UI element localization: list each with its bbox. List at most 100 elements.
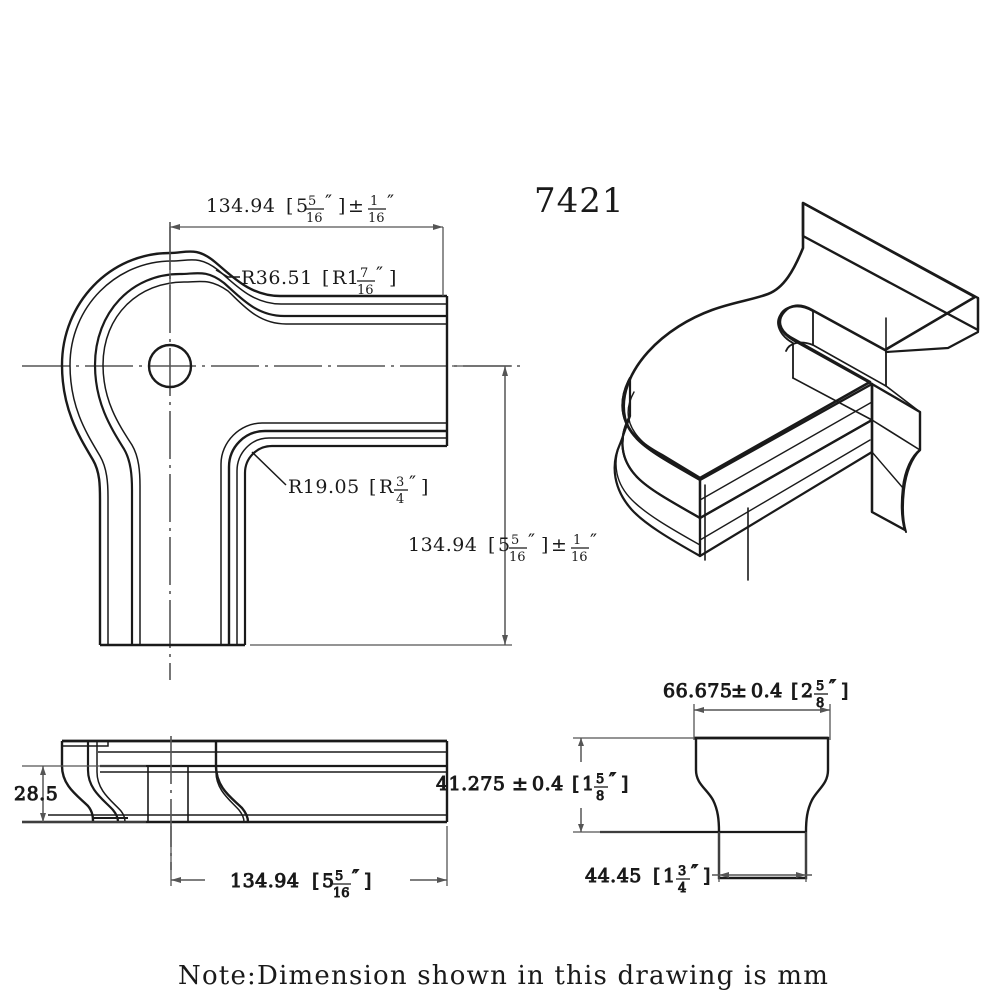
iso-upper-arm-end (884, 296, 980, 354)
section-dim-width-bottom-whole: 1 (663, 865, 676, 887)
iso-front-bead-2 (699, 439, 871, 541)
section-dim-width-top-den: 8 (816, 696, 824, 711)
plan-dim-right-whole: 5 (498, 534, 511, 556)
section-dim-width-top-whole: 2 (801, 680, 814, 702)
section-dim-width-bottom-extensions (718, 832, 807, 882)
plan-radius-inner-num: 3 (396, 475, 404, 490)
plan-dim-right-tol-den: 16 (571, 550, 588, 565)
elevation-view: 28.5 134.94 [ 5 5 16 ″ ] (14, 736, 449, 902)
plan-radius-outer-text: R36.51 [ R1 7 16 ″ ] (241, 263, 396, 298)
plan-radius-inner-leader (251, 451, 287, 486)
iso-front-bead-1 (699, 401, 873, 501)
section-dim-width-top-num: 5 (816, 679, 824, 694)
drawing-title: 7421 (534, 181, 625, 221)
plan-radius-inner-den: 4 (396, 492, 404, 507)
section-dim-width-top-text: 66.675 ± 0.4 [ 2 5 8 ″ ] (663, 676, 849, 712)
plan-radius-inner-inch: ″ (409, 472, 417, 494)
plan-dim-top-value: 134.94 (206, 195, 275, 217)
plan-radius-outer-den: 16 (357, 283, 374, 298)
plan-dim-top-whole: 5 (296, 195, 309, 217)
plan-radius-inner-bracket-close: ] (421, 476, 429, 498)
plan-inner-contour (227, 429, 447, 645)
iso-end-block-line-2 (871, 451, 904, 489)
plan-dim-right-tol-inch: ″ (590, 530, 598, 552)
plan-radius-outer-inch: ″ (376, 263, 384, 285)
elev-dim-length-line (171, 877, 447, 883)
plan-inner-line-4 (236, 437, 447, 645)
elev-dim-length-value: 134.94 (230, 870, 299, 892)
plan-dim-top-extensions (169, 227, 444, 296)
plan-dim-top-line (170, 224, 443, 230)
plan-dim-top-tol-sign: ± (348, 195, 364, 217)
elev-dim-length-inch: ″ (352, 866, 360, 888)
plan-dim-top-tol-num: 1 (370, 194, 378, 209)
section-dim-height-tol-sign: ± (512, 773, 528, 795)
iso-notch-step (885, 385, 921, 413)
iso-end-block-profile (901, 449, 921, 533)
plan-dim-right-bracket-open: [ (488, 534, 496, 556)
section-dim-width-top-bracket-close: ] (841, 680, 849, 702)
plan-dim-right-tol-sign: ± (551, 534, 567, 556)
section-dim-width-bottom-num: 3 (678, 864, 686, 879)
iso-notch-bottom (792, 377, 873, 421)
elev-dim-height-value: 28.5 (14, 783, 58, 805)
plan-dim-right-text: 134.94 [ 5 5 16 ″ ] ± 1 16 ″ (408, 530, 598, 565)
section-dim-height-tol-value: 0.4 (532, 773, 564, 795)
iso-end-block-bottom (871, 511, 906, 531)
plan-radius-inner-prefix: R (379, 476, 394, 498)
plan-inner-line-2 (220, 422, 447, 645)
section-dim-height-line (578, 738, 584, 832)
plan-dim-top-text: 134.94 [ 5 5 16 ″ ] ± 1 16 ″ (206, 191, 395, 226)
plan-radius-inner-text: R19.05 [ R 3 4 ″ ] (288, 472, 429, 507)
section-dim-height-den: 8 (596, 789, 604, 804)
elev-dim-height-line (40, 766, 46, 822)
plan-dim-top-inch: ″ (325, 191, 333, 213)
section-dim-width-top-line (694, 707, 830, 713)
plan-dim-top-tol-inch: ″ (387, 191, 395, 213)
iso-upper-arm-bead (802, 235, 979, 331)
plan-dim-top-bracket-close: ] (338, 195, 346, 217)
plan-radius-inner-value: R19.05 (288, 476, 360, 498)
plan-radius-outer-value: R36.51 (241, 267, 313, 289)
section-dim-width-bottom-text: 44.45 [ 1 3 4 ″ ] (585, 861, 711, 897)
section-profile (694, 736, 830, 880)
section-dim-width-top-tol-sign: ± (731, 680, 747, 702)
plan-dim-top-bracket-open: [ (286, 195, 294, 217)
section-dim-width-bottom-bracket-close: ] (703, 865, 711, 887)
elev-dim-length-text: 134.94 [ 5 5 16 ″ ] (230, 866, 372, 902)
elev-dim-length-bracket-open: [ (312, 870, 320, 892)
section-view: 66.675 ± 0.4 [ 2 5 8 ″ ] 41.275 ± 0.4 [ (436, 676, 849, 897)
elev-right-ogee (214, 741, 250, 823)
plan-radius-outer-leader (215, 269, 240, 278)
plan-radius-inner-bracket-open: [ (369, 476, 377, 498)
plan-contour-line-4 (102, 280, 447, 645)
elev-dim-length-extensions (170, 826, 448, 886)
iso-end-block-line-1 (871, 419, 921, 451)
section-dim-height-inch: ″ (609, 769, 617, 791)
plan-hole (147, 343, 193, 389)
elev-ogee-2 (86, 741, 120, 823)
iso-top-face (622, 201, 977, 480)
section-dim-width-top-bracket-open: [ (791, 680, 799, 702)
section-dim-width-bottom-value: 44.45 (585, 865, 642, 887)
plan-dim-right-inch: ″ (528, 530, 536, 552)
isometric-view (613, 201, 980, 581)
plan-dim-right-line (502, 366, 508, 645)
plan-dim-right-tol-num: 1 (573, 533, 581, 548)
iso-bulb-skirt-line (615, 443, 701, 546)
iso-bulb-bead-line (627, 391, 701, 479)
plan-view: 134.94 [ 5 5 16 ″ ] ± 1 16 ″ R36.51 [ R1… (22, 191, 598, 680)
plan-dim-top-num: 5 (308, 194, 316, 209)
plan-dim-right-bracket-close: ] (541, 534, 549, 556)
elev-dim-length-num: 5 (335, 869, 343, 884)
elev-right-ogee-2 (215, 771, 245, 823)
plan-radius-outer-num: 7 (360, 266, 368, 281)
section-dim-height-extensions (573, 737, 694, 833)
drawing-note: Note:Dimension shown in this drawing is … (178, 961, 829, 991)
plan-dim-right-extensions (250, 365, 512, 646)
section-dim-height-bracket-open: [ (572, 773, 580, 795)
elev-cap-line (61, 741, 109, 747)
plan-radius-outer-bracket-open: [ (322, 267, 330, 289)
section-dim-width-bottom-line (712, 872, 812, 878)
section-dim-width-top-value: 66.675 (663, 680, 732, 702)
